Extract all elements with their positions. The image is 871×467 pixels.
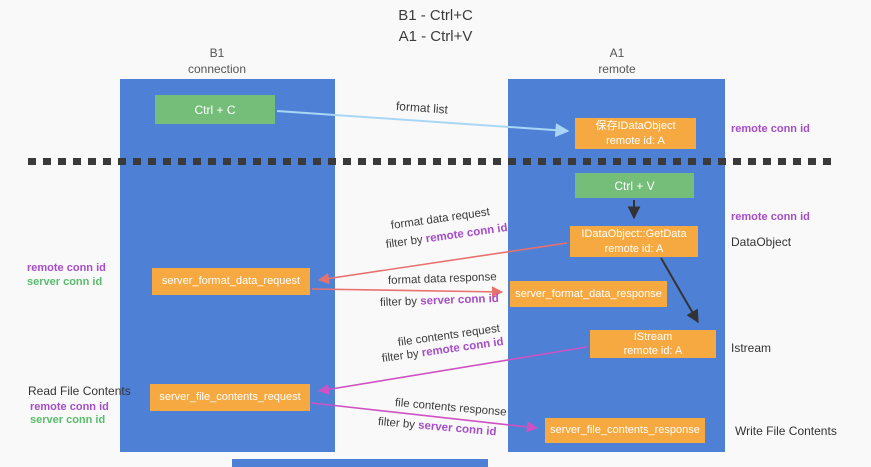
diagram-title: B1 - Ctrl+C A1 - Ctrl+V [0, 5, 871, 47]
left-column-name: B1 [209, 46, 225, 60]
server-format-data-response-node: server_format_data_response [510, 281, 667, 307]
right-remote-conn-id-top: remote conn id [731, 123, 810, 135]
istream-node: IStream remote id: A [590, 330, 716, 358]
left-column-header: B1 connection [157, 46, 277, 77]
filter-by-prefix: filter by [377, 416, 419, 432]
server-file-contents-response-label: server_file_contents_response [550, 424, 700, 437]
partial-bottom-bar [232, 459, 488, 467]
title-line-1: B1 - Ctrl+C [398, 7, 473, 24]
save-idataobject-node: 保存IDataObject remote id: A [575, 118, 696, 149]
ctrl-c-node: Ctrl + C [155, 95, 275, 124]
right-column-role: remote [598, 61, 636, 76]
server-format-data-response-label: server_format_data_response [515, 287, 662, 300]
filter-by-prefix: filter by [381, 347, 423, 365]
ctrl-v-node: Ctrl + V [575, 173, 694, 198]
left-column-role: connection [187, 61, 247, 76]
format-list-label: format list [395, 99, 449, 117]
filter-by-prefix: filter by [379, 295, 421, 309]
getdata-line2: remote id: A [604, 242, 664, 255]
dashed-divider [28, 158, 834, 165]
title-line-2: A1 - Ctrl+V [398, 28, 473, 45]
left-remote-conn-id-1: remote conn id [27, 262, 106, 274]
read-file-contents-annotation: Read File Contents [28, 384, 131, 398]
istream-line2: remote id: A [623, 345, 683, 357]
idataobject-getdata-node: IDataObject::GetData remote id: A [570, 226, 698, 257]
getdata-line1: IDataObject::GetData [581, 228, 687, 241]
server-conn-id-ref: server conn id [417, 419, 497, 439]
server-format-data-request-node: server_format_data_request [152, 268, 310, 295]
server-conn-id-ref: server conn id [420, 292, 500, 308]
right-column-name: A1 [609, 46, 625, 60]
left-server-conn-id-1: server conn id [27, 276, 103, 288]
right-column-header: A1 remote [557, 46, 677, 77]
left-remote-conn-id-2: remote conn id [30, 401, 109, 413]
ctrl-c-label: Ctrl + C [194, 102, 236, 117]
left-server-conn-id-2: server conn id [30, 414, 106, 426]
format-data-response-filter-label: filter by server conn id [380, 293, 499, 309]
server-file-contents-response-node: server_file_contents_response [545, 418, 705, 443]
file-contents-response-filter-label: filter by server conn id [377, 416, 496, 438]
filter-by-prefix: filter by [385, 233, 427, 251]
server-file-contents-request-label: server_file_contents_request [159, 391, 301, 404]
save-idataobject-line2: remote id: A [606, 134, 665, 147]
istream-annotation: Istream [731, 341, 772, 355]
ctrl-v-label: Ctrl + V [614, 178, 655, 193]
server-format-data-request-label: server_format_data_request [161, 275, 301, 288]
save-idataobject-line1: 保存IDataObject [595, 120, 676, 133]
right-remote-conn-id-mid: remote conn id [731, 211, 810, 223]
istream-line1: IStream [633, 330, 673, 343]
format-data-response-arrow [311, 286, 504, 298]
file-contents-response-label: file contents response [394, 397, 507, 419]
server-file-contents-request-node: server_file_contents_request [150, 384, 310, 411]
dataobject-annotation: DataObject [731, 235, 792, 249]
write-file-contents-annotation: Write File Contents [735, 424, 837, 438]
format-data-response-label: format data response [387, 271, 497, 287]
